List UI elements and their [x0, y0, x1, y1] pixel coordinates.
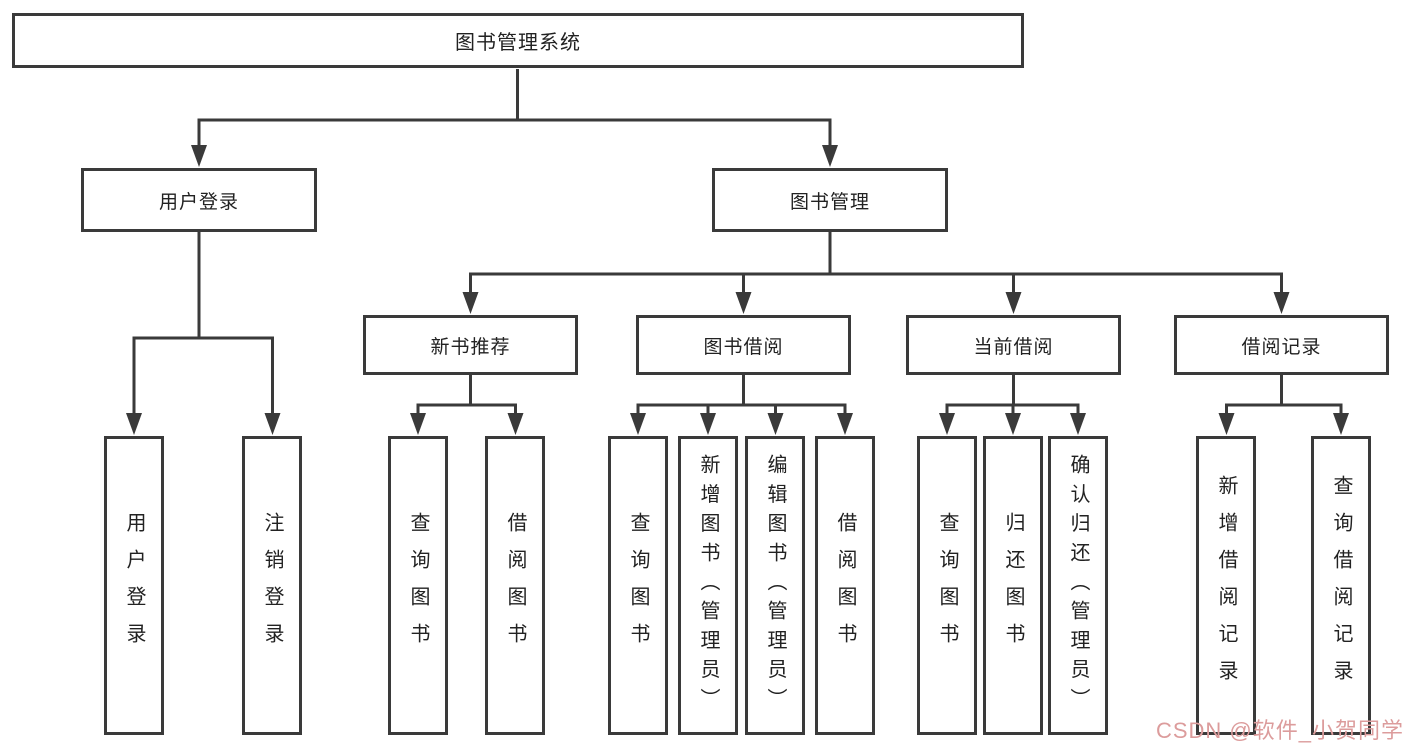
- node-label: 查询图书: [936, 511, 958, 660]
- connector-userlogin-to-leaves: [132, 231, 274, 417]
- node-label: 借阅图书: [834, 511, 856, 660]
- node-label: 查询图书: [627, 511, 649, 660]
- leaf-borrow-books-borrow: 借阅图书: [815, 436, 875, 735]
- leaf-confirm-return-admin: 确认归还（管理员）: [1048, 436, 1108, 735]
- connector-bookmgmt-to-level3: [469, 231, 1283, 296]
- node-current-borrowing: 当前借阅: [906, 315, 1121, 375]
- leaf-borrow-books-recommend: 借阅图书: [485, 436, 545, 735]
- node-book-management: 图书管理: [712, 168, 948, 232]
- leaf-add-book-admin: 新增图书（管理员）: [678, 436, 738, 735]
- node-label: 用户登录: [158, 191, 239, 213]
- node-label: 图书借阅: [703, 336, 784, 358]
- node-borrowing-records: 借阅记录: [1174, 315, 1389, 375]
- node-label: 图书管理: [789, 191, 870, 213]
- node-library-management-system: 图书管理系统: [12, 13, 1024, 68]
- node-label: 编辑图书（管理员）: [764, 454, 786, 717]
- leaf-user-login: 用户登录: [104, 436, 164, 735]
- node-label: 确认归还（管理员）: [1067, 454, 1089, 717]
- node-label: 新增借阅记录: [1215, 474, 1237, 697]
- node-new-book-recommendation: 新书推荐: [363, 315, 578, 375]
- node-label: 新书推荐: [430, 336, 511, 358]
- node-label: 借阅记录: [1241, 336, 1322, 358]
- node-label: 新增图书（管理员）: [697, 454, 719, 717]
- leaf-logout: 注销登录: [242, 436, 302, 735]
- leaf-query-books-current: 查询图书: [917, 436, 977, 735]
- node-label: 注销登录: [261, 511, 283, 660]
- arrowheads-level3: [462, 292, 1290, 314]
- watermark-text: CSDN @软件_小贺同学: [1155, 718, 1404, 743]
- connector-borrow-to-leaves: [636, 374, 847, 417]
- leaf-query-borrowing-record: 查询借阅记录: [1311, 436, 1371, 735]
- leaf-edit-book-admin: 编辑图书（管理员）: [745, 436, 805, 735]
- node-user-login: 用户登录: [81, 168, 317, 232]
- node-label: 当前借阅: [973, 336, 1054, 358]
- arrowheads-leaves: [126, 413, 1349, 435]
- node-label: 图书管理系统: [455, 32, 581, 54]
- connector-records-to-leaves: [1225, 374, 1343, 417]
- node-label: 查询借阅记录: [1330, 474, 1352, 697]
- connector-current-to-leaves: [945, 374, 1080, 417]
- connector-recommend-to-leaves: [416, 374, 517, 417]
- connector-root-to-level2: [197, 69, 832, 147]
- leaf-query-books-borrow: 查询图书: [608, 436, 668, 735]
- leaf-query-books-recommend: 查询图书: [388, 436, 448, 735]
- node-label: 用户登录: [123, 511, 145, 660]
- node-book-borrowing: 图书借阅: [636, 315, 851, 375]
- node-label: 借阅图书: [504, 511, 526, 660]
- node-label: 查询图书: [407, 511, 429, 660]
- leaf-return-books: 归还图书: [983, 436, 1043, 735]
- arrowheads-level2: [191, 145, 838, 167]
- leaf-add-borrowing-record: 新增借阅记录: [1196, 436, 1256, 735]
- node-label: 归还图书: [1002, 511, 1024, 660]
